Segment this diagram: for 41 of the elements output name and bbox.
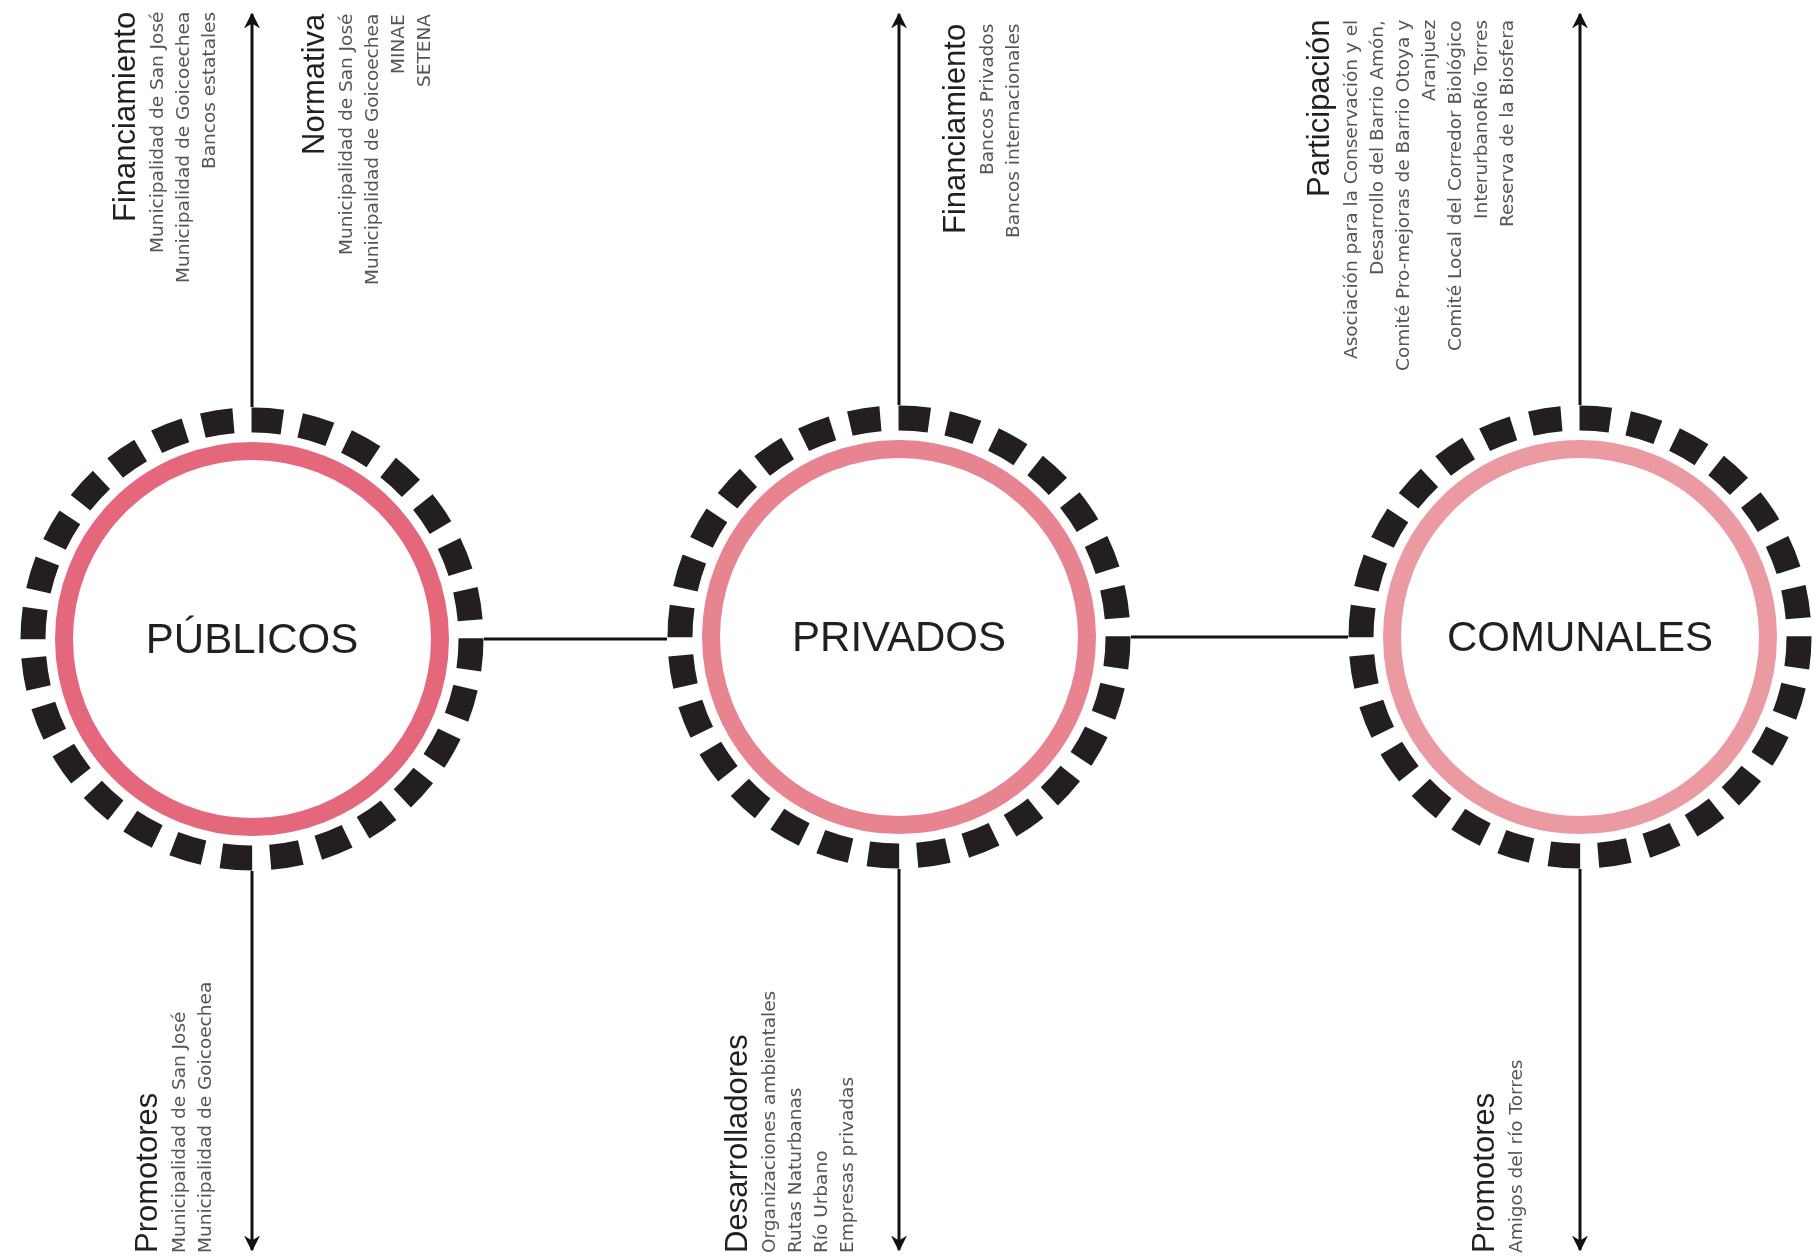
- group-heading: Participación: [1300, 20, 1337, 200]
- dashed-ring-circle: [667, 405, 1131, 869]
- group-heading: Promotores: [128, 1091, 165, 1253]
- dashed-ring-circle: [1348, 405, 1812, 869]
- member-name: Municipalidad de San José: [334, 14, 357, 258]
- member-name: Bancos internacionales: [1001, 24, 1024, 241]
- arrow: [1572, 869, 1588, 1252]
- member-name: Organizaciones ambientales: [757, 989, 780, 1253]
- member-name: Comité Local del Corredor Biológico InterurbanoRío Torres: [1443, 20, 1492, 353]
- member-name: SETENA: [412, 14, 435, 89]
- member-name: Rutas Naturbanas: [783, 1086, 806, 1253]
- member-name: Municipalidad de Goicoechea: [193, 980, 216, 1253]
- group-heading: Normativa: [295, 14, 332, 158]
- member-name: Comité Pro-mejoras de Barrio Otoya y Aranjuez: [1391, 20, 1440, 374]
- arrow: [1572, 12, 1588, 405]
- arrow: [244, 871, 260, 1252]
- member-name: Amigos del río Torres: [1504, 1058, 1527, 1253]
- arrow: [244, 12, 260, 407]
- connector-line: [1131, 635, 1348, 639]
- group-heading: Desarrolladores: [718, 1033, 755, 1253]
- member-name: MINAE: [386, 14, 409, 76]
- member-name: Municipalidad de San José: [167, 1010, 190, 1253]
- dashed-ring-circle: [20, 407, 484, 871]
- connector-line: [484, 637, 667, 641]
- category-title: COMUNALES: [1446, 613, 1714, 661]
- member-name: Reserva de la Biosfera: [1495, 20, 1518, 230]
- member-name: Asociación para la Conservación y el Desarrollo del Barrio Amón,: [1339, 20, 1388, 362]
- member-name: Municipalidad de Goicoechea: [171, 12, 194, 286]
- group-heading: Financiamiento: [106, 12, 143, 225]
- category-title: PÚBLICOS: [145, 615, 359, 663]
- member-name: Empresas privadas: [835, 1075, 858, 1253]
- group-heading: Financiamiento: [936, 24, 973, 237]
- member-name: Municipalidad de San José: [145, 12, 168, 256]
- member-name: Bancos Privados: [975, 24, 998, 178]
- member-name: Bancos estatales: [197, 12, 220, 172]
- member-name: Río Urbano: [809, 1149, 832, 1253]
- group-heading: Promotores: [1465, 1091, 1502, 1253]
- arrow: [891, 869, 907, 1252]
- arrow: [891, 12, 907, 405]
- category-title: PRIVADOS: [792, 613, 1006, 661]
- member-name: Municipalidad de Goicoechea: [360, 14, 383, 288]
